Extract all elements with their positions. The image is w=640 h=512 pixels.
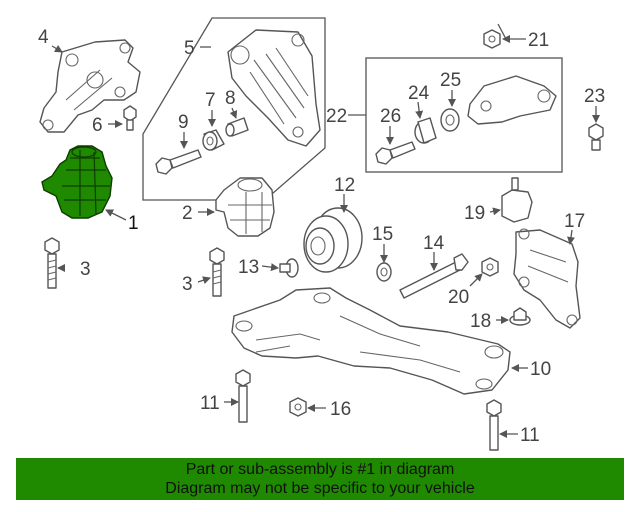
part-6-bolt[interactable] [123,105,137,131]
part-20-nut[interactable] [481,257,499,277]
part-4-bracket[interactable] [39,39,141,133]
part-26-bolt[interactable] [375,141,416,165]
callout-12[interactable]: 12 [334,175,355,196]
part-11-bolt-right[interactable] [486,399,502,451]
callout-17[interactable]: 17 [564,211,585,232]
callout-26[interactable]: 26 [380,106,401,127]
callout-3-left[interactable]: 3 [80,259,91,280]
callout-4[interactable]: 4 [38,27,49,48]
callout-labels: 1 2 3 3 4 5 6 7 8 9 10 11 11 12 13 14 15… [38,27,605,446]
fitment-notice-banner: Part or sub-assembly is #1 in diagram Di… [16,458,624,500]
callout-25[interactable]: 25 [440,70,461,91]
part-5-bracket[interactable] [227,29,321,147]
callout-16[interactable]: 16 [330,399,351,420]
callout-23[interactable]: 23 [584,86,605,107]
part-8-sleeve[interactable] [225,117,249,137]
callout-11-left[interactable]: 11 [200,393,220,414]
callout-6[interactable]: 6 [92,115,103,136]
callout-24[interactable]: 24 [408,83,430,104]
leader-lines [51,23,600,438]
part-10-crossmember[interactable] [231,287,511,395]
parts-diagram: 1 2 3 3 4 5 6 7 8 9 10 11 11 12 13 14 15… [38,17,605,451]
part-22-bracket[interactable] [467,75,557,125]
part-24-bushing[interactable] [414,117,437,144]
part-2-engine-mount[interactable] [215,177,275,237]
callout-2[interactable]: 2 [182,203,193,224]
part-1-engine-mount-highlighted[interactable] [41,145,113,219]
callout-9[interactable]: 9 [178,112,189,133]
callout-21[interactable]: 21 [528,30,549,51]
callout-13[interactable]: 13 [238,257,259,278]
callout-19[interactable]: 19 [464,203,485,224]
part-19-mount[interactable] [501,177,533,223]
callout-11-right[interactable]: 11 [520,425,540,446]
callout-7[interactable]: 7 [205,90,216,111]
part-18-bolt[interactable] [509,307,531,326]
part-23-bolt[interactable] [588,123,604,151]
banner-line-1: Part or sub-assembly is #1 in diagram [185,461,455,478]
part-16-nut[interactable] [289,397,307,417]
callout-22[interactable]: 22 [326,106,347,127]
callout-15[interactable]: 15 [372,224,393,245]
part-25-bushing[interactable] [440,108,460,132]
part-21-nut[interactable] [483,29,501,49]
part-7-bushing[interactable] [202,129,225,151]
part-15-washer[interactable] [376,262,392,282]
part-3-bolt-left[interactable] [44,237,60,289]
part-11-bolt-left[interactable] [235,369,251,423]
callout-10[interactable]: 10 [530,359,551,380]
banner-line-2: Diagram may not be specific to your vehi… [165,480,475,497]
part-13-stud[interactable] [279,258,299,278]
part-3-bolt-middle[interactable] [209,247,225,297]
part-12-round-mount[interactable] [303,207,363,273]
callout-14[interactable]: 14 [423,233,445,254]
part-9-bolt[interactable] [155,149,202,175]
callout-20[interactable]: 20 [448,287,469,308]
callout-1[interactable]: 1 [128,213,139,234]
callout-3-middle[interactable]: 3 [182,274,193,295]
callout-18[interactable]: 18 [470,311,491,332]
callout-8[interactable]: 8 [225,88,236,109]
part-14-long-bolt[interactable] [399,253,469,299]
callout-5[interactable]: 5 [184,38,195,59]
